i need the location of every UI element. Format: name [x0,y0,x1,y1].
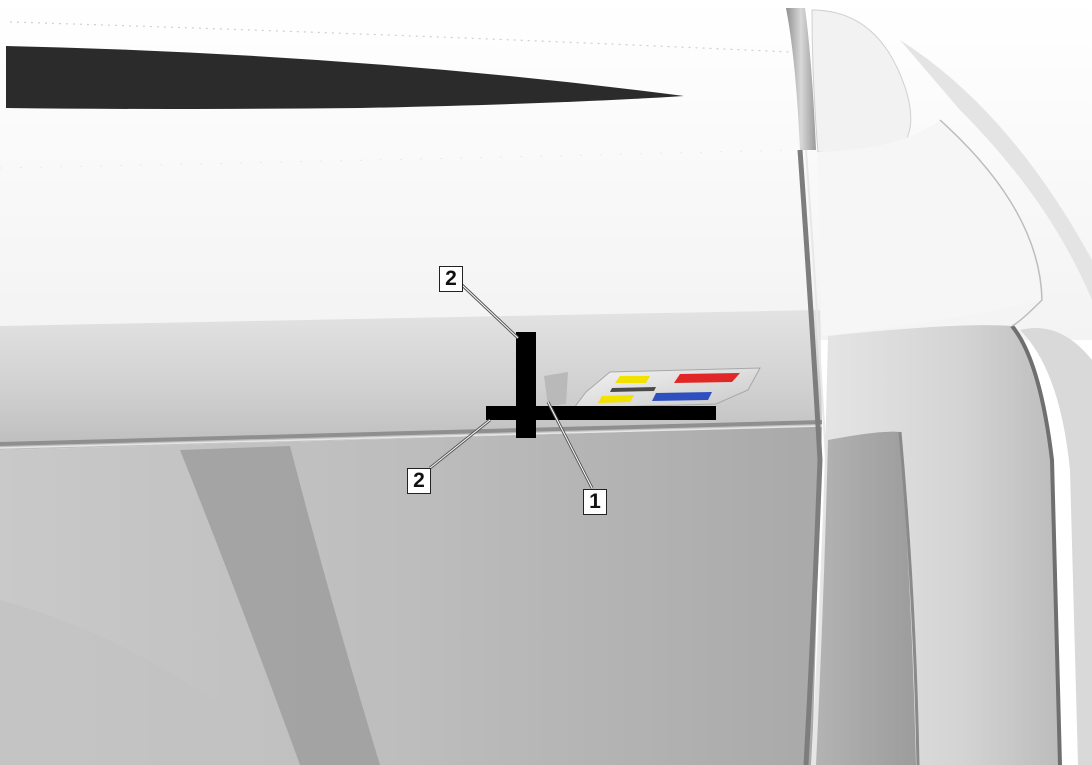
alignment-tool [486,332,716,438]
v-series-badge [544,367,761,409]
callout-2-lower: 2 [407,468,431,494]
rear-pillar [786,8,816,150]
badge-red [674,373,740,383]
window-strip [6,46,684,109]
leader-lines [429,283,594,489]
door-gap [797,149,823,765]
callout-2-upper: 2 [439,266,463,292]
callout-1: 1 [583,489,607,515]
badge-blue [652,392,712,401]
badge-yellow-bottom [598,395,634,403]
badge-yellow-top [615,376,650,383]
